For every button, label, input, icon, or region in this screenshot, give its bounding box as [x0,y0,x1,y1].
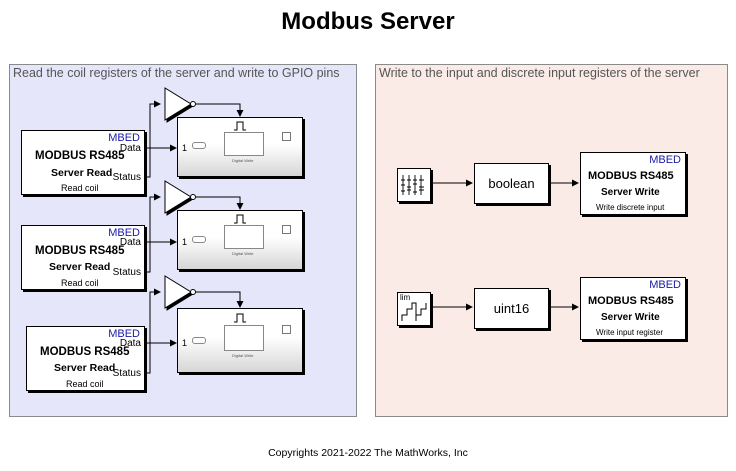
block-caption: Write discrete input [596,203,665,212]
port-status-label: Status [112,172,141,183]
mbed-label: MBED [108,132,140,144]
checkbox-icon [282,325,291,334]
data-type-conversion-uint16[interactable]: uint16 [474,288,549,329]
block-line1: MODBUS RS485 [35,150,125,162]
wire-status-1-to-not [144,100,161,178]
limited-staircase-icon [401,302,427,321]
block-caption: Write input register [596,328,663,337]
area-read-coil-label: Read the coil registers of the server an… [13,66,340,80]
lim-label: lim [400,293,411,302]
area-write-registers-label: Write to the input and discrete input re… [379,66,700,80]
input-port-label: 1 [182,237,188,247]
wire-not-2-to-dw [196,196,244,210]
mbed-label: MBED [108,328,140,340]
pulse-icon [234,214,246,224]
wire-not-1-to-dw [196,103,244,117]
staircase-source-block[interactable]: lim [397,292,431,326]
wire-status-3-to-not [144,288,161,374]
wire-status-2-to-not [144,193,161,273]
wire-not-3-to-dw [196,291,244,308]
pulse-icon [234,313,246,323]
not-gate-3 [164,275,196,309]
block-caption: Read coil [61,278,99,288]
port-status-label: Status [112,368,141,379]
input-port-label: 1 [182,338,188,348]
signal-builder-block[interactable] [397,168,431,202]
signal-builder-icon [401,175,424,195]
checkbox-icon [282,225,291,234]
area-write-registers[interactable]: Write to the input and discrete input re… [375,64,728,417]
digital-write-block[interactable]: 1 Digital Write [177,308,303,373]
modbus-server-write-block[interactable]: MBED MODBUS RS485 Server Write Write dis… [580,152,686,215]
port-data-label: Data [119,143,141,154]
block-line2: Server Read [49,261,111,273]
block-line2: Server Write [601,312,660,323]
port-pill-icon [192,236,206,243]
block-line2: Server Read [51,167,113,179]
mbed-label: MBED [108,227,140,239]
modbus-server-write-block[interactable]: MBED MODBUS RS485 Server Write Write inp… [580,277,686,340]
copyright-footer: Copyrights 2021-2022 The MathWorks, Inc [268,447,468,459]
port-data-label: Data [119,237,141,248]
port-pill-icon [192,337,206,344]
not-gate-2 [164,180,196,214]
block-line1: MODBUS RS485 [40,346,130,358]
digital-write-block[interactable]: 1 Digital Write [177,117,303,177]
block-line2: Server Write [601,187,660,198]
not-gate-1 [164,87,196,121]
digital-write-label: Digital Write [232,251,254,256]
checkbox-icon [282,132,291,141]
modbus-server-read-block[interactable]: MBED Data MODBUS RS485 Server Read Statu… [26,326,145,391]
block-line1: MODBUS RS485 [588,170,674,182]
block-line1: MODBUS RS485 [588,295,674,307]
diagram-title: Modbus Server [281,8,455,35]
block-caption: Read coil [61,183,99,193]
digital-write-block[interactable]: 1 Digital Write [177,210,303,270]
mbed-label: MBED [649,279,681,291]
digital-write-inner-box [224,225,264,249]
block-caption: Read coil [66,379,104,389]
modbus-server-read-block[interactable]: MBED Data MODBUS RS485 Server Read Statu… [21,130,145,195]
modbus-server-read-block[interactable]: MBED Data MODBUS RS485 Server Read Statu… [21,225,145,290]
pulse-icon [234,121,246,131]
block-line2: Server Read [54,362,116,374]
digital-write-label: Digital Write [232,353,254,358]
port-data-label: Data [119,338,141,349]
input-port-label: 1 [182,143,188,153]
digital-write-inner-box [224,132,264,156]
mbed-label: MBED [649,154,681,166]
port-status-label: Status [112,267,141,278]
digital-write-inner-box [224,325,264,351]
port-pill-icon [192,142,206,149]
block-line1: MODBUS RS485 [35,245,125,257]
digital-write-label: Digital Write [232,158,254,163]
data-type-conversion-boolean[interactable]: boolean [474,163,549,204]
